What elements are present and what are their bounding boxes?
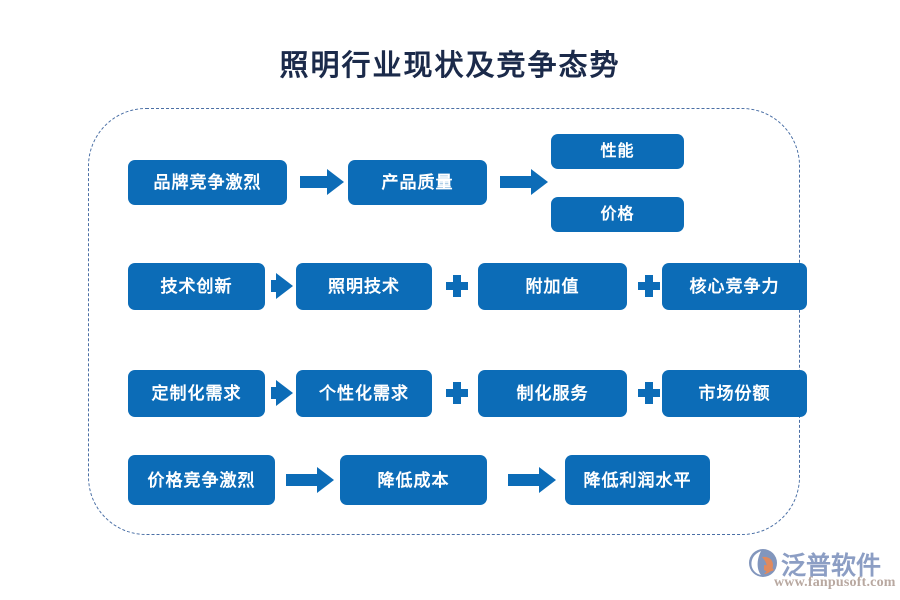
brand-watermark: 泛普软件 www.fanpusoft.com [748,546,896,592]
node-core-competitiveness[interactable]: 核心竞争力 [662,263,807,310]
plus-bar-vertical [645,275,653,297]
arrow-head [531,169,548,195]
plus-icon-tech-1 [446,275,468,297]
node-performance[interactable]: 性能 [551,134,684,169]
arrow-head [276,273,293,299]
node-tech-innovation[interactable]: 技术创新 [128,263,265,310]
node-price[interactable]: 价格 [551,197,684,232]
page-title: 照明行业现状及竞争态势 [279,50,621,82]
arrow-price-to-lower-cost [286,467,334,493]
arrow-customized-to-personalized [271,380,293,406]
arrow-shaft [500,176,534,188]
dashed-container-frame [88,108,800,535]
plus-bar-vertical [453,382,461,404]
plus-icon-custom-1 [446,382,468,404]
plus-bar-vertical [645,382,653,404]
arrow-head [276,380,293,406]
plus-icon-tech-2 [638,275,660,297]
arrow-shaft [300,176,330,188]
plus-bar-vertical [453,275,461,297]
arrow-brand-to-quality [300,169,344,195]
node-product-quality[interactable]: 产品质量 [348,160,487,205]
arrow-shaft [286,474,320,486]
arrow-cost-to-profit [508,467,556,493]
node-lower-profit-level[interactable]: 降低利润水平 [565,455,710,505]
node-lower-cost[interactable]: 降低成本 [340,455,487,505]
node-customized-demand[interactable]: 定制化需求 [128,370,265,417]
arrow-head [317,467,334,493]
arrow-quality-to-attributes [500,169,548,195]
arrow-head [539,467,556,493]
brand-url: www.fanpusoft.com [774,575,896,590]
node-added-value[interactable]: 附加值 [478,263,627,310]
node-lighting-technology[interactable]: 照明技术 [296,263,432,310]
arrow-head [327,169,344,195]
brand-name: 泛普软件 [781,552,882,580]
node-personalized-demand[interactable]: 个性化需求 [296,370,432,417]
arrow-innovation-to-lighting-tech [271,273,293,299]
fanpu-logo-icon [749,549,777,577]
node-price-competition[interactable]: 价格竞争激烈 [128,455,275,505]
plus-icon-custom-2 [638,382,660,404]
node-market-share[interactable]: 市场份额 [662,370,807,417]
node-brand-competition[interactable]: 品牌竞争激烈 [128,160,287,205]
node-customized-service[interactable]: 制化服务 [478,370,627,417]
arrow-shaft [508,474,542,486]
